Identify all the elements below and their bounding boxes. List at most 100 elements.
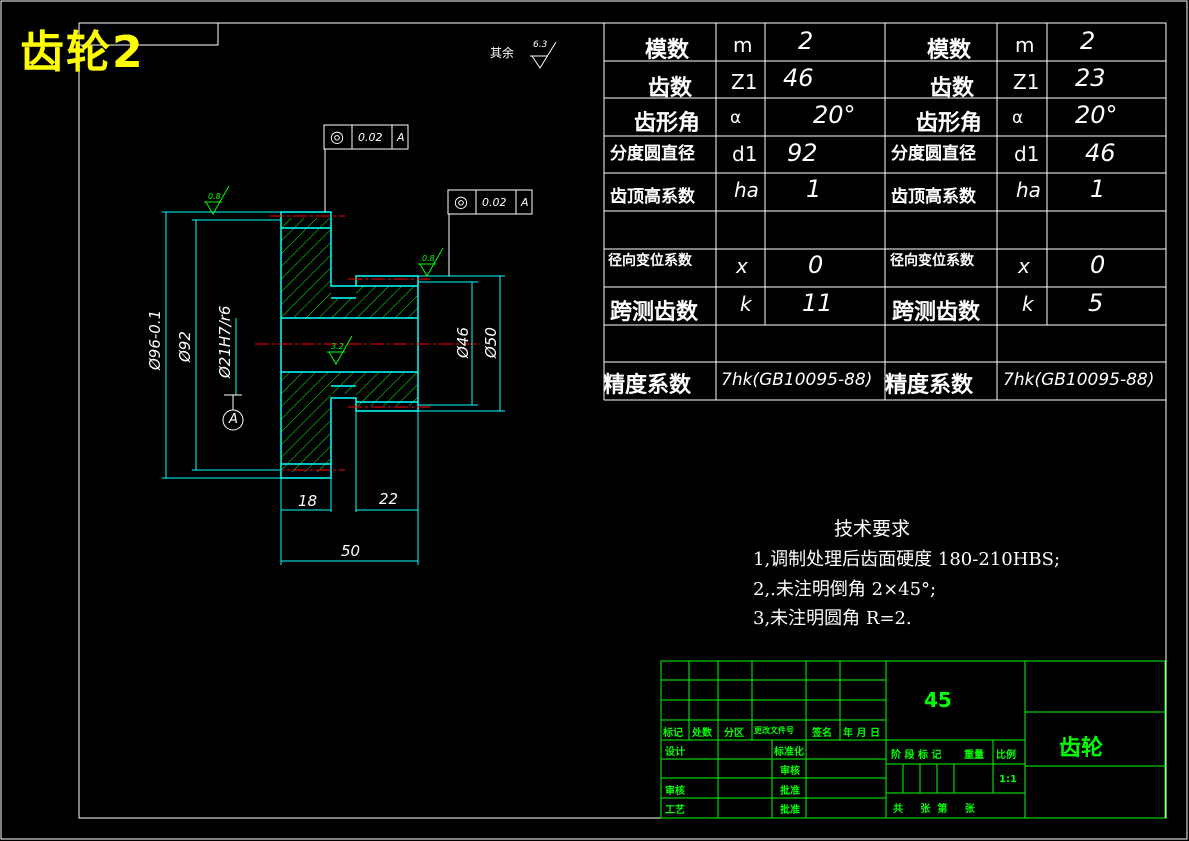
tb-stage-mark: 阶 段 标 记	[891, 750, 942, 761]
tb-header: 年 月 日	[843, 728, 880, 739]
param-symbol: Z1	[1013, 70, 1040, 94]
tb-header: 处数	[692, 728, 712, 739]
param-name: 分度圆直径	[610, 144, 695, 164]
roughness-value: 0.8	[208, 192, 221, 201]
title-block-grid	[660, 660, 1166, 819]
param-name: 齿数	[648, 76, 693, 101]
tb-weight: 重量	[964, 750, 984, 761]
dim-outer-dia: Ø96-0.1	[146, 309, 164, 370]
param-name: 齿形角	[916, 111, 983, 136]
surface-note-symbol	[530, 41, 557, 69]
param-name: 齿顶高系数	[610, 187, 695, 207]
dim-total-length: 50	[341, 542, 361, 560]
param-value: 20°	[813, 101, 856, 129]
param-value: 2	[1080, 27, 1096, 55]
tech-requirement-item: 1,调制处理后齿面硬度 180-210HBS;	[753, 549, 1061, 570]
param-value: 1	[806, 175, 822, 203]
param-name: 精度系数	[885, 373, 974, 398]
param-symbol: d1	[732, 142, 758, 166]
drawing-title: 齿轮2	[20, 27, 145, 78]
part-name: 齿轮	[1059, 736, 1104, 761]
tolerance-value: 0.02	[358, 131, 383, 144]
param-name: 齿形角	[634, 111, 701, 136]
param-value: 7hk(GB10095-88)	[721, 370, 873, 390]
param-value: 0	[808, 251, 824, 279]
tb-check: 审核	[665, 786, 685, 797]
param-value: 1	[1090, 175, 1106, 203]
tb-header: 更改文件号	[754, 726, 794, 735]
tb-design: 设计	[665, 747, 685, 758]
param-value: 0	[1090, 251, 1106, 279]
tolerance-leaders	[323, 124, 533, 276]
param-symbol: α	[730, 108, 742, 128]
param-value: 23	[1075, 64, 1106, 92]
param-name: 模数	[645, 38, 690, 63]
dim-hub-dia-large: Ø50	[482, 327, 500, 358]
tb-standardization: 标准化	[774, 747, 804, 758]
tb-header: 标记	[663, 728, 683, 739]
title-corner-box	[79, 23, 219, 46]
param-name: 径向变位系数	[890, 253, 974, 269]
tolerance-datum: A	[397, 131, 405, 144]
tb-process: 工艺	[665, 805, 685, 816]
param-symbol: k	[740, 292, 752, 316]
tb-review: 批准	[780, 786, 800, 797]
param-value: 5	[1088, 289, 1104, 317]
surface-note-label: 其余	[490, 46, 515, 60]
dim-face-width: 18	[298, 492, 318, 510]
dim-pitch-dia: Ø92	[176, 331, 194, 362]
param-symbol: Z1	[731, 70, 758, 94]
param-symbol: ha	[1016, 178, 1041, 202]
tolerance-datum: A	[521, 196, 529, 209]
param-symbol: m	[733, 33, 753, 57]
roughness-value: 3.2	[331, 342, 344, 351]
param-symbol: m	[1015, 33, 1035, 57]
param-symbol: d1	[1014, 142, 1040, 166]
param-symbol: x	[1018, 254, 1030, 278]
gear-section	[255, 211, 480, 479]
dimension-lines	[162, 211, 505, 565]
material: 45	[924, 688, 952, 712]
param-value: 46	[1085, 139, 1116, 167]
param-name: 齿顶高系数	[891, 187, 976, 207]
param-name: 齿数	[930, 76, 975, 101]
param-name: 精度系数	[603, 373, 692, 398]
dim-hub-dia-small: Ø46	[454, 327, 472, 358]
param-symbol: x	[736, 254, 748, 278]
roughness-symbols	[204, 185, 444, 365]
datum-label: A	[229, 412, 238, 427]
surface-note-value: 6.3	[533, 40, 548, 50]
tb-approve: 批准	[780, 805, 800, 816]
datum-symbol	[222, 394, 244, 431]
tb-scale-label: 比例	[996, 750, 1016, 761]
tech-requirement-item: 2,.未注明倒角 2×45°;	[753, 579, 937, 600]
tb-sheets: 共 张 第 张	[893, 804, 975, 815]
param-value: 7hk(GB10095-88)	[1003, 370, 1155, 390]
param-value: 11	[802, 289, 833, 317]
tech-requirements-title: 技术要求	[834, 518, 911, 540]
param-name: 跨测齿数	[610, 300, 699, 325]
param-symbol: α	[1012, 108, 1024, 128]
roughness-value: 0.8	[422, 254, 435, 263]
param-value: 46	[783, 64, 814, 92]
tb-header: 分区	[724, 728, 744, 739]
dim-hub-length: 22	[379, 490, 399, 508]
param-symbol: k	[1022, 292, 1034, 316]
tb-verify: 审核	[780, 766, 800, 777]
param-value: 92	[787, 139, 818, 167]
tech-requirement-item: 3,未注明圆角 R=2.	[753, 608, 912, 629]
tb-header: 签名	[812, 728, 832, 739]
inner-border	[78, 22, 1167, 819]
tolerance-value: 0.02	[482, 196, 507, 209]
concentricity-icon: ◎	[330, 127, 344, 146]
tb-scale: 1:1	[999, 774, 1017, 785]
param-value: 20°	[1075, 101, 1118, 129]
param-name: 分度圆直径	[891, 144, 976, 164]
param-symbol: ha	[734, 178, 759, 202]
dim-bore-dia: Ø21H7/r6	[216, 305, 234, 378]
param-name: 模数	[927, 38, 972, 63]
param-table-grid	[603, 23, 1166, 401]
